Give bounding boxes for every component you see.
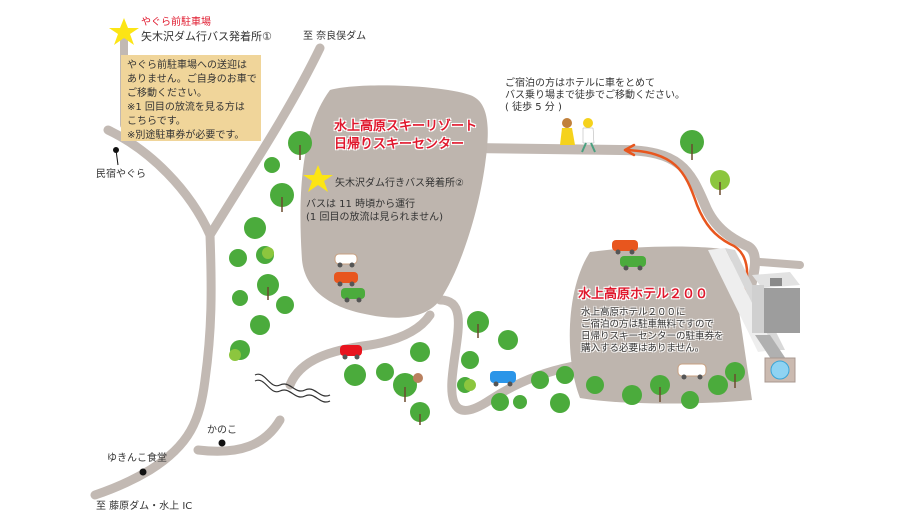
hotel-title: 水上高原ホテル２００ — [578, 287, 709, 302]
car-white-icon — [334, 253, 358, 268]
car-orange-icon — [334, 272, 358, 287]
walk-note-line-1: ご宿泊の方はホテルに車をとめて — [505, 78, 655, 89]
walk-note-line-2: バス乗り場まで徒歩でご移動ください。 — [505, 90, 685, 101]
road-to-nara-dam — [205, 43, 325, 240]
ski-center-note-line-2: (1 回目の放流は見られません) — [306, 212, 444, 223]
walking-people-icon — [560, 118, 596, 153]
ski-center-title-line-1: 水上高原スキーリゾート — [334, 119, 478, 134]
note-line: ※1 回目の放流を見る方は — [127, 102, 245, 113]
yagura-note-box: やぐら前駐車場への送迎は ありません。ご自身のお車で ご移動ください。 ※1 回… — [121, 55, 261, 141]
hotel-note-line-4: 購入する必要はありません。 — [581, 343, 705, 354]
note-line: ありません。ご自身のお車で — [127, 74, 257, 85]
hotel-building — [708, 248, 800, 383]
bus-stop-1-label: 矢木沢ダム行バス発着所① — [141, 30, 272, 43]
walk-note-line-3: ( 徒歩 5 分 ) — [505, 102, 562, 113]
road-walk-path — [465, 143, 760, 295]
note-line: ※別途駐車券が必要です。 — [127, 130, 245, 141]
road-kanoko — [193, 415, 285, 456]
ski-center-note-line-1: バスは 11 時頃から運行 — [306, 199, 416, 210]
hotel-note-line-1: 水上高原ホテル２００に — [581, 307, 686, 318]
pool-water — [770, 360, 790, 380]
road-left-branch — [103, 125, 215, 240]
place-kanoko: かのこ — [207, 425, 237, 436]
yukinko-shokudo-dot — [139, 468, 147, 476]
walk-route-arrowhead — [623, 143, 636, 157]
place-minshuku-yagura: 民宿やぐら — [96, 169, 146, 180]
note-line: ご移動ください。 — [127, 88, 207, 99]
bus-stop-2-label: 矢木沢ダム行きバス発着所② — [335, 178, 464, 189]
car-red-icon — [340, 345, 362, 360]
place-yukinko-shokudo: ゆきんこ食堂 — [107, 453, 167, 464]
direction-fujiwara-ic: 至 藤原ダム・水上 IC — [96, 501, 193, 512]
car-orange-hotel-icon — [612, 240, 638, 255]
road-bridge-north — [285, 310, 435, 390]
road-main-south — [90, 230, 216, 500]
trees — [229, 130, 745, 425]
car-white-hotel-icon — [677, 363, 707, 380]
hotel-parking-lot — [569, 246, 752, 404]
bus-stop-1-star-icon — [109, 18, 139, 45]
kanoko-dot — [218, 439, 226, 447]
hotel-note-line-3: 日帰りスキーセンターの駐車券を — [581, 331, 724, 342]
direction-nara-dam: 至 奈良俣ダム — [303, 31, 367, 42]
note-line: こちらです。 — [127, 116, 186, 127]
car-green-hotel-icon — [620, 256, 646, 271]
car-blue-icon — [490, 371, 516, 387]
walk-route-arrow-line — [624, 148, 749, 291]
hotel-note-line-2: ご宿泊の方は駐車無料ですので — [581, 319, 715, 330]
note-line: やぐら前駐車場への送迎は — [127, 60, 247, 71]
road-east — [756, 258, 804, 269]
ski-center-title-line-2: 日帰りスキーセンター — [334, 137, 465, 152]
bear-icon — [413, 373, 423, 383]
car-green-icon — [341, 288, 365, 303]
yagura-parking-title: やぐら前駐車場 — [141, 17, 211, 28]
river — [254, 373, 331, 403]
cars — [334, 240, 707, 387]
bus-stop-2-star-icon — [303, 165, 333, 192]
